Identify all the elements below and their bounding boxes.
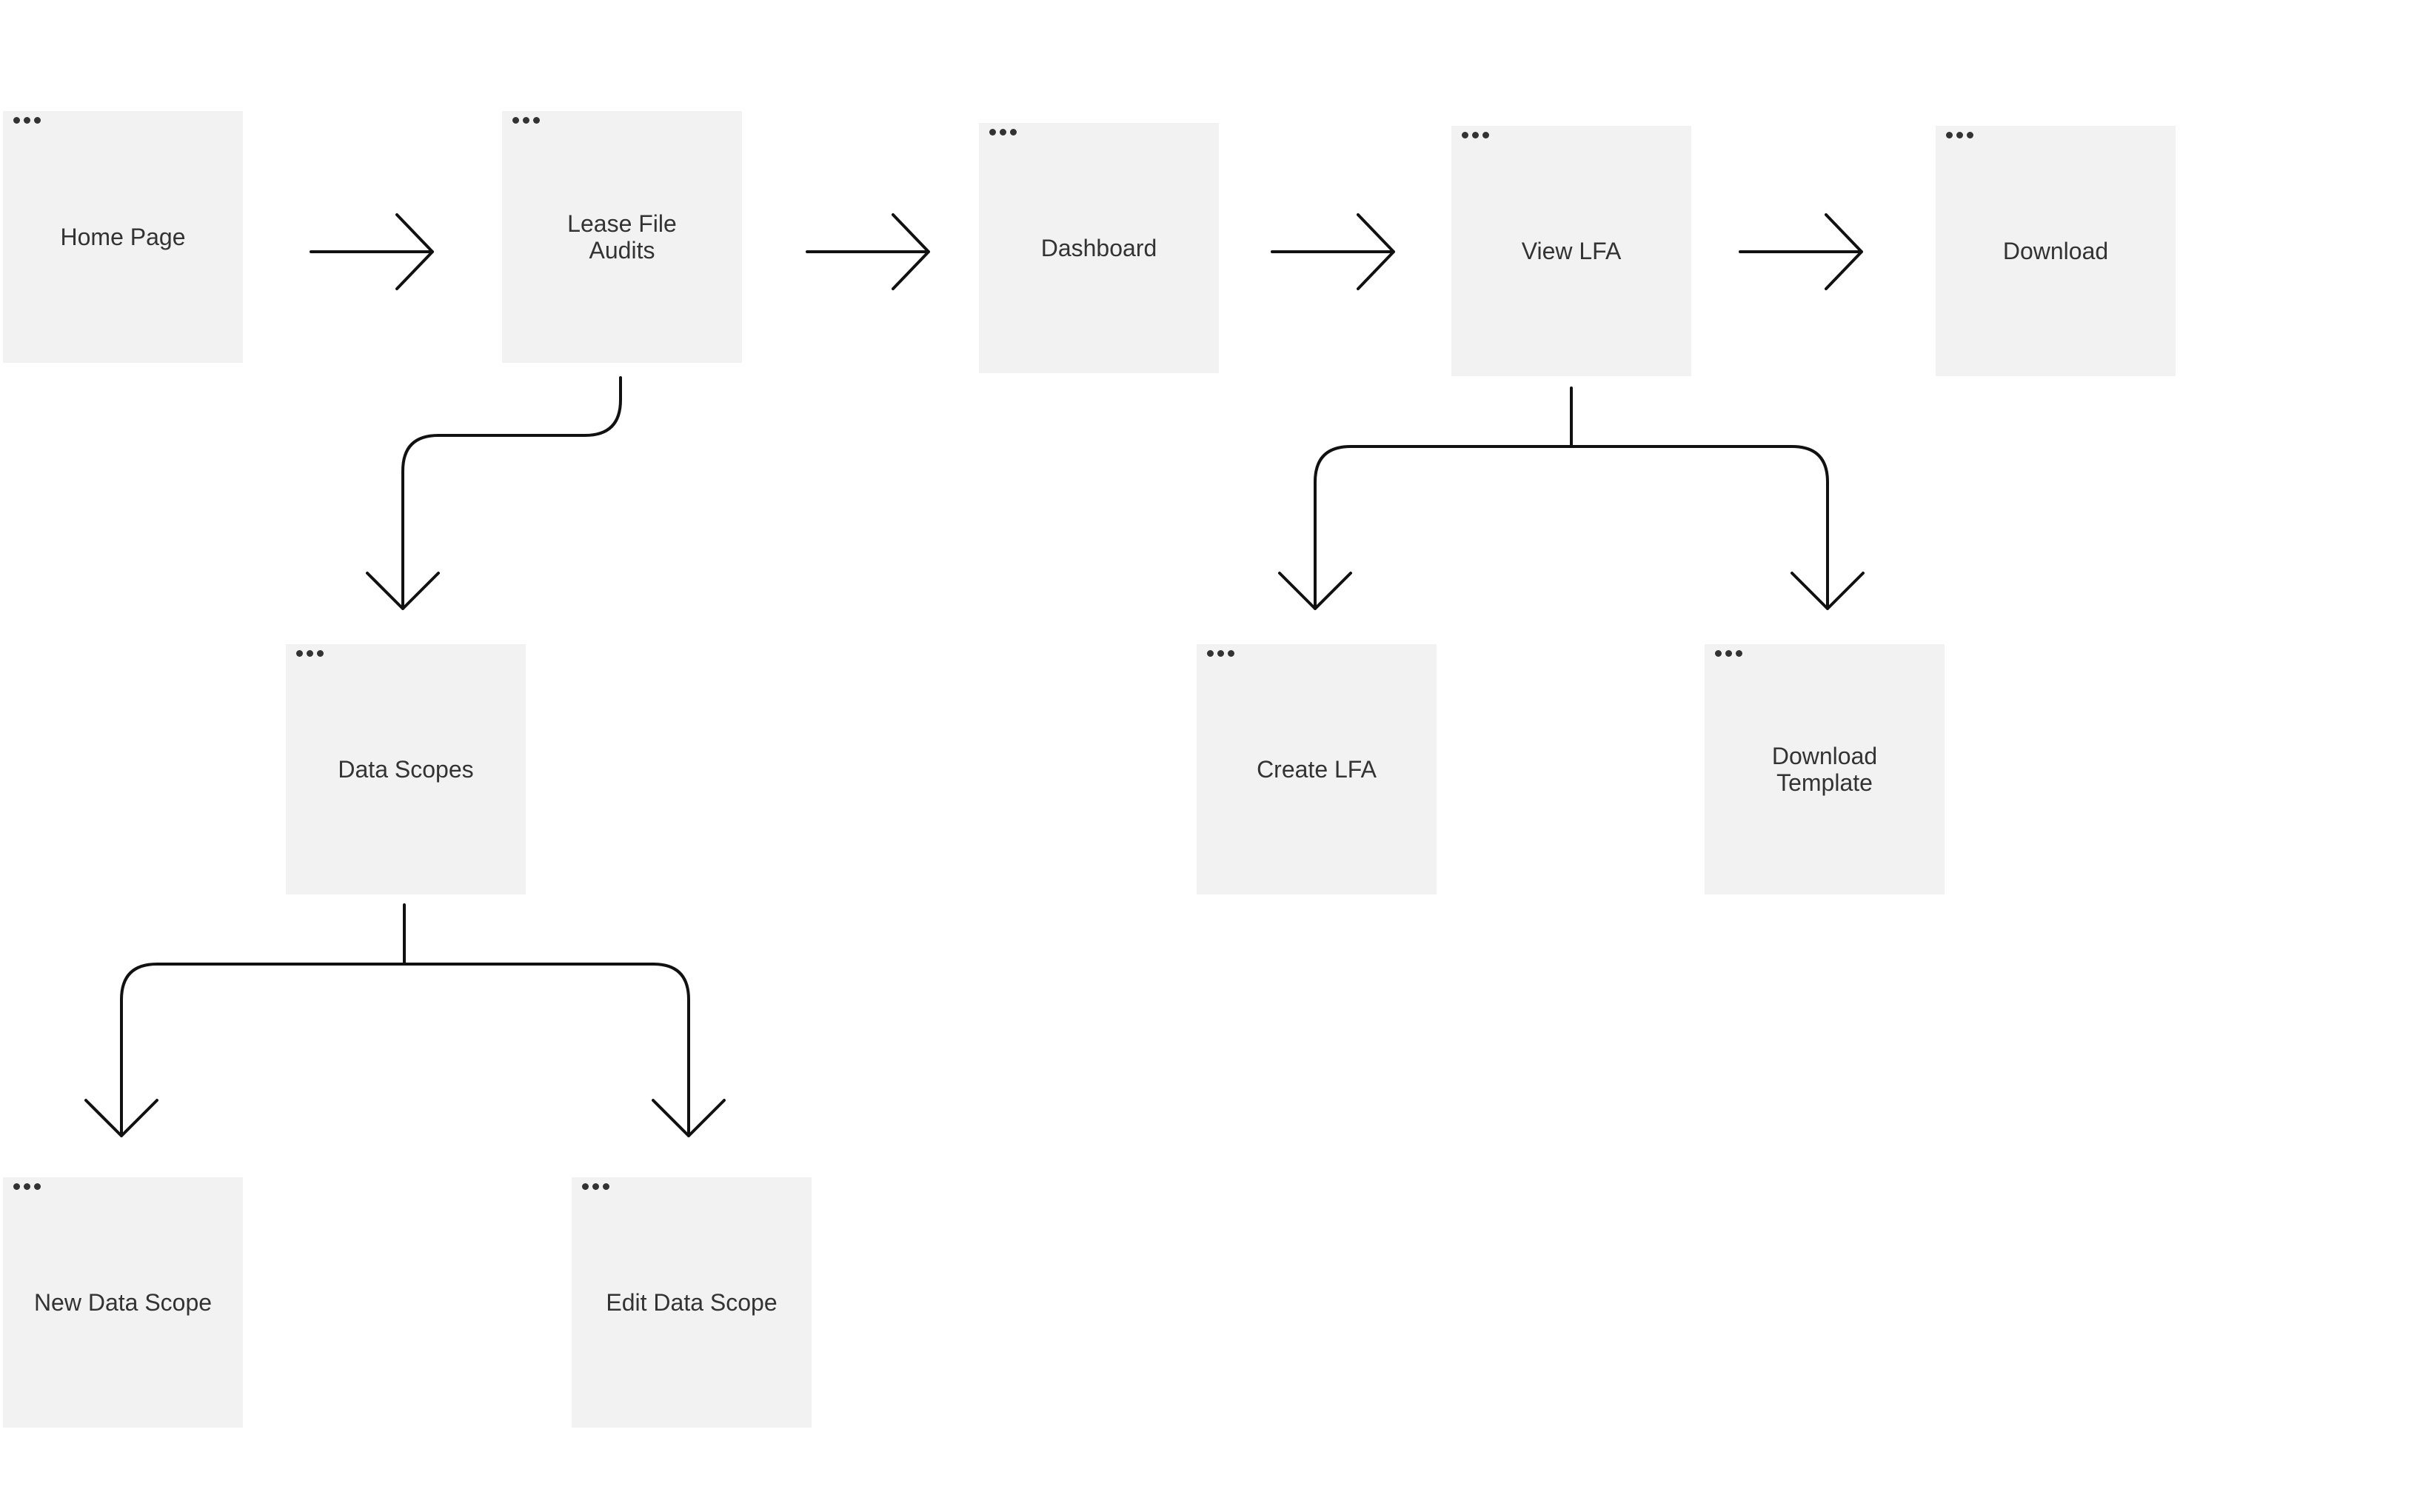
node-dashboard[interactable]: Dashboard [979,123,1219,373]
node-data-scopes[interactable]: Data Scopes [286,644,526,894]
node-label: New Data Scope [33,1289,213,1316]
node-label: View LFA [1521,238,1622,264]
arrow-view-lfa-to-create-lfa [1278,445,1573,610]
node-view-lfa[interactable]: View LFA [1451,126,1691,376]
node-lease-file-audits[interactable]: Lease File Audits [502,111,742,363]
node-label: Download [2002,238,2109,264]
arrow-lease-file-audits-to-dashboard [806,213,930,290]
arrow-data-scopes-to-new-data-scope [84,963,406,1137]
node-create-lfa[interactable]: Create LFA [1197,644,1437,894]
node-label: Lease File Audits [567,210,677,264]
node-label: Download Template [1771,743,1878,796]
more-options-icon[interactable] [296,650,324,657]
arrow-view-lfa-to-download [1739,213,1863,290]
node-label: Dashboard [1040,235,1157,261]
more-options-icon[interactable] [13,1183,41,1190]
arrow-home-to-lease-file-audits [310,213,434,290]
arrow-view-lfa-to-download-template [1570,445,1865,610]
node-edit-data-scope[interactable]: Edit Data Scope [572,1177,812,1428]
node-new-data-scope[interactable]: New Data Scope [3,1177,243,1428]
more-options-icon[interactable] [1462,132,1489,138]
more-options-icon[interactable] [582,1183,609,1190]
more-options-icon[interactable] [989,129,1017,136]
node-label: Create LFA [1257,756,1377,783]
node-home-page[interactable]: Home Page [3,111,243,363]
more-options-icon[interactable] [1207,650,1234,657]
more-options-icon[interactable] [1946,132,1973,138]
arrow-lease-file-audits-to-data-scopes [366,376,622,610]
node-download[interactable]: Download [1936,126,2176,376]
arrow-data-scopes-to-edit-data-scope [403,963,726,1137]
more-options-icon[interactable] [1715,650,1742,657]
node-label: Home Page [60,224,186,250]
node-label: Edit Data Scope [606,1289,778,1316]
more-options-icon[interactable] [512,117,540,124]
more-options-icon[interactable] [13,117,41,124]
node-download-template[interactable]: Download Template [1705,644,1945,894]
arrow-dashboard-to-view-lfa [1271,213,1395,290]
node-label: Data Scopes [338,756,474,783]
